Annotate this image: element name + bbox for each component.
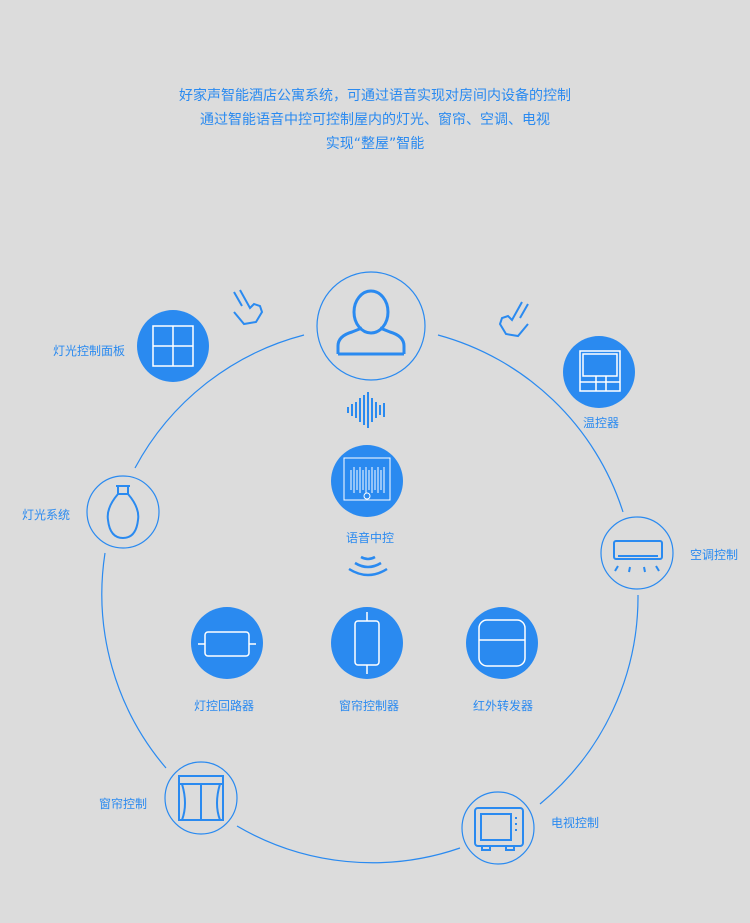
tv-node	[461, 791, 535, 865]
hand-pointer-icon	[498, 301, 529, 338]
ring-arc	[437, 334, 624, 513]
light-bulb-icon	[106, 485, 140, 540]
intro-line-2: 通过智能语音中控可控制屋内的灯光、窗帘、空调、电视	[200, 112, 550, 128]
light-panel-label: 灯光控制面板	[53, 344, 126, 358]
ir-repeater-label: 红外转发器	[473, 699, 534, 713]
curtain-controller-label: 窗帘控制器	[339, 699, 400, 713]
hand-pointer-icon	[233, 289, 264, 326]
air-conditioner-icon	[613, 540, 663, 573]
curtain-label: 窗帘控制	[99, 797, 148, 811]
ir-repeater-icon	[478, 619, 526, 667]
ac-label: 空调控制	[690, 548, 739, 562]
ac-node	[600, 516, 674, 590]
lighting-node	[86, 475, 160, 549]
ir-repeater-node	[466, 607, 538, 679]
sound-wave-icon	[347, 392, 385, 428]
curtain-node	[164, 761, 238, 835]
voice-hub-icon	[343, 457, 391, 501]
curtain-controller-node	[331, 607, 403, 679]
tv-label: 电视控制	[551, 816, 600, 830]
intro-line-3: 实现“整屋”智能	[325, 136, 425, 152]
user-node	[316, 271, 426, 381]
light-relay-label: 灯控回路器	[194, 699, 255, 713]
intro-line-1: 好家声智能酒店公寓系统，可通过语音实现对房间内设备的控制	[179, 88, 571, 104]
wireless-signal-icon	[348, 555, 388, 577]
tv-icon	[474, 807, 524, 851]
voice-hub-label: 语音中控	[346, 531, 395, 545]
ring-arc	[539, 594, 639, 805]
voice-hub-node	[331, 445, 403, 517]
thermostat-icon	[579, 350, 621, 392]
curtain-icon	[178, 775, 224, 821]
user-icon	[336, 289, 406, 356]
light-relay-node	[191, 607, 263, 679]
ring-arc	[101, 552, 167, 769]
panel-grid-icon	[152, 325, 194, 367]
ring-arc	[134, 334, 305, 469]
ring-arc	[236, 825, 461, 864]
thermostat-label: 温控器	[583, 416, 620, 430]
relay-icon	[198, 631, 256, 657]
lighting-label: 灯光系统	[22, 508, 71, 522]
intro-text: 好家声智能酒店公寓系统，可通过语音实现对房间内设备的控制 通过智能语音中控可控制…	[0, 84, 750, 156]
thermostat-node	[563, 336, 635, 408]
curtain-motor-icon	[354, 612, 380, 674]
